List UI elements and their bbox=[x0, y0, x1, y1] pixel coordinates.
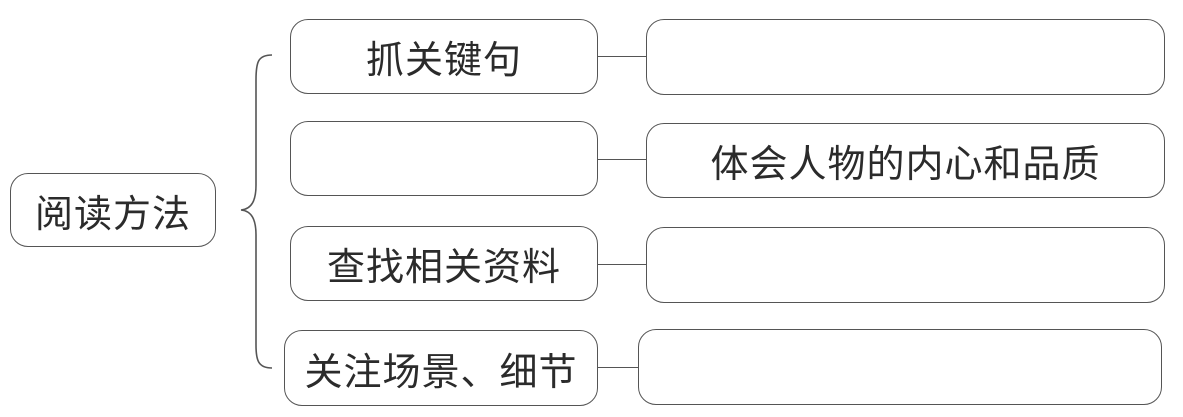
root-node: 阅读方法 bbox=[10, 173, 216, 247]
method-box-2 bbox=[290, 121, 598, 196]
result-box-1 bbox=[646, 19, 1165, 95]
result-box-4 bbox=[638, 329, 1162, 405]
method-box-3: 查找相关资料 bbox=[290, 226, 598, 301]
method-label-4: 关注场景、细节 bbox=[304, 349, 578, 394]
connector-2 bbox=[598, 159, 646, 160]
connector-3 bbox=[598, 264, 646, 265]
method-box-1: 抓关键句 bbox=[290, 19, 598, 94]
method-box-4: 关注场景、细节 bbox=[284, 330, 598, 406]
result-box-3 bbox=[646, 227, 1165, 303]
root-label: 阅读方法 bbox=[34, 191, 191, 236]
connector-4 bbox=[598, 367, 638, 368]
method-label-1: 抓关键句 bbox=[365, 38, 522, 82]
result-box-2: 体会人物的内心和品质 bbox=[646, 123, 1165, 198]
connector-1 bbox=[598, 56, 646, 57]
result-label-2: 体会人物的内心和品质 bbox=[710, 142, 1101, 186]
method-label-3: 查找相关资料 bbox=[326, 245, 561, 289]
